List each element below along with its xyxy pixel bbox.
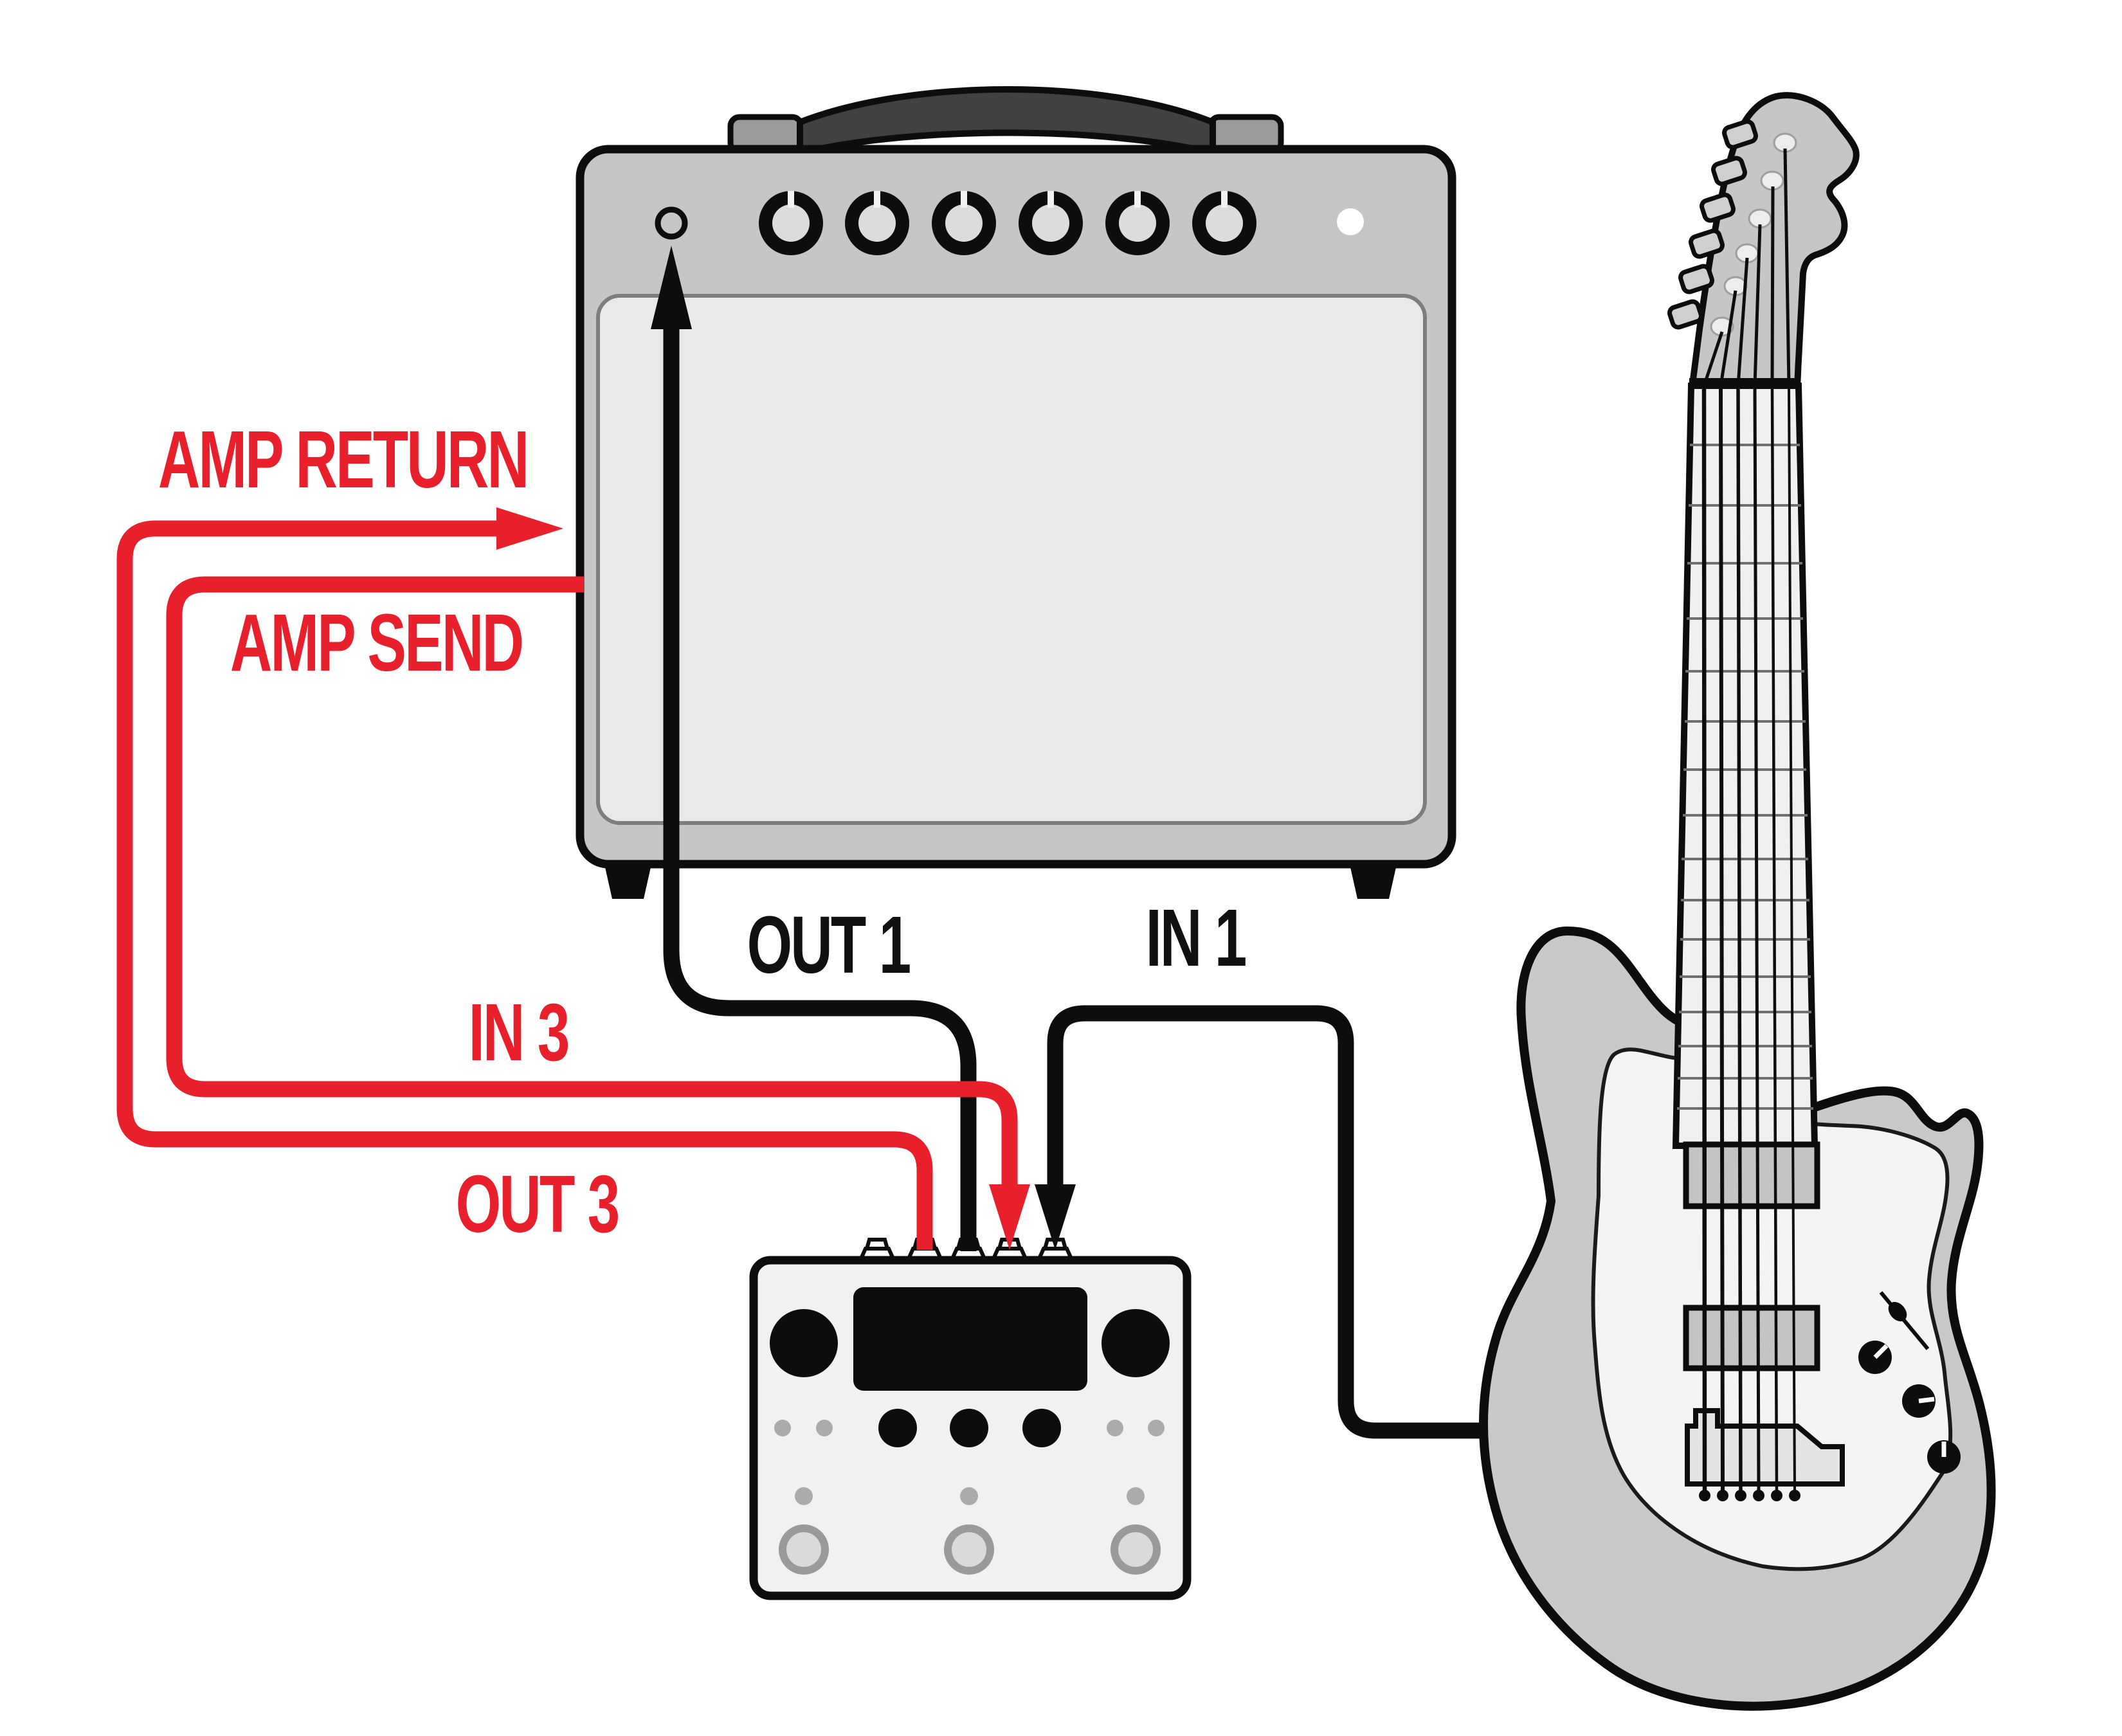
guitar-strings [1701,386,1796,1491]
tuner-peg [1678,264,1714,294]
amp-knob [759,191,823,255]
guitar-bridge-dots [1699,1490,1800,1501]
guitar-bridge [1685,1408,1845,1487]
pedal-dot [816,1420,833,1436]
pedal-knob-small [878,1409,917,1447]
pedal-knob-large-left [770,1309,838,1377]
pedal-knob-small [1022,1409,1061,1447]
amp-pilot-light [1337,208,1364,235]
amp-input-jack [655,206,688,240]
label-in-3: IN 3 [468,987,570,1078]
pedal-dot [774,1420,791,1436]
amp-foot-right [1349,862,1397,899]
out1-arrowhead-up-icon [651,246,692,329]
pedal-knob-large-right [1102,1309,1170,1377]
guitar-tuner-pegs [1667,119,1758,330]
tuner-peg [1700,192,1736,223]
guitar-tuner-posts [1710,132,1797,337]
amp-foot-left [604,862,652,899]
amp-knobs [759,191,1256,255]
tuner-peg [1667,299,1703,330]
amplifier [576,86,1456,899]
amp-knob [1105,191,1170,255]
cable-in1-path [1047,1005,1498,1439]
effects-pedal [749,1238,1192,1600]
guitar [1478,92,1996,1711]
label-out-1: OUT 1 [747,900,912,990]
guitar-control-knob [1927,1440,1961,1474]
guitar-pickup-neck [1683,1141,1820,1209]
cable-out1-to-amp [651,246,977,1251]
cable-in1-from-guitar [1035,1005,1498,1439]
in3-arrowhead-down-icon [989,1184,1030,1250]
tuner-peg [1689,228,1725,259]
pedal-dot [1107,1420,1123,1436]
cable-amp-send-path [166,576,1018,1187]
pedal-led [1127,1487,1145,1505]
pedal-screen [853,1287,1087,1391]
amp-handle-bar [797,86,1216,158]
guitar-headstock-strings [1702,148,1791,386]
guitar-control-knob [1902,1384,1936,1418]
pedal-footswitch [944,1524,994,1575]
guitar-pickup-bridge [1683,1305,1820,1371]
amp-knob [845,191,909,255]
cable-out3-path [116,520,933,1250]
tuner-peg [1722,119,1758,150]
amp-knob [932,191,996,255]
pedal-led [795,1487,813,1505]
guitar-neck [1672,383,1818,1149]
cable-out3-to-amp-return [116,507,933,1250]
in1-arrowhead-down-icon [1035,1184,1076,1250]
cable-amp-send-to-in3 [166,576,1030,1250]
amp-return-arrowhead-right-icon [496,507,563,550]
label-amp-send: AMP SEND [230,597,524,688]
pedal-knob-small [950,1409,988,1447]
pedal-dot [1148,1420,1165,1436]
amp-speaker-grille [596,294,1427,825]
label-in-1: IN 1 [1145,892,1247,983]
guitar-pickup-switch [1879,1291,1930,1350]
amp-knob [1019,191,1083,255]
amp-handle [727,86,1284,158]
pedal-footswitch [1111,1524,1161,1575]
guitar-control-knob [1858,1341,1892,1374]
pedal-footswitch [779,1524,829,1575]
pedal-led [960,1487,978,1505]
label-amp-return: AMP RETURN [158,414,529,505]
label-out-3: OUT 3 [455,1159,621,1249]
cable-out1-path [663,307,977,1251]
tuner-peg [1711,156,1747,186]
guitar-nut [1689,378,1800,389]
amp-knob [1192,191,1256,255]
